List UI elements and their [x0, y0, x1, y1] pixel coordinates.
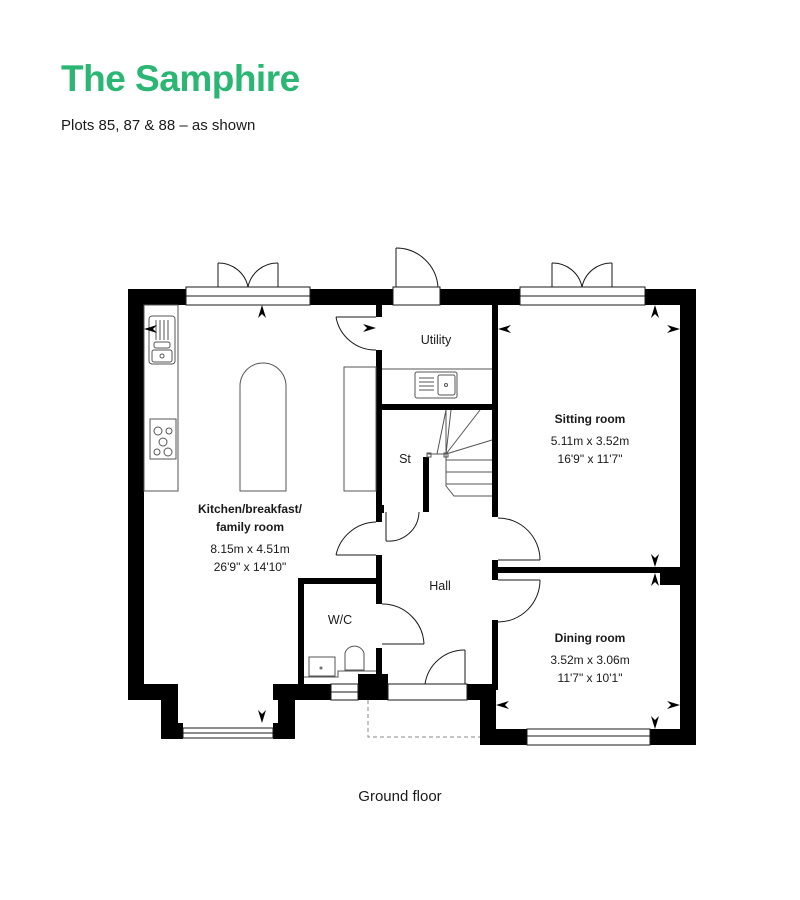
- room-wc: W/C: [327, 613, 353, 627]
- staircase-icon: [426, 409, 493, 497]
- plots-subtitle: Plots 85, 87 & 88 – as shown: [61, 117, 256, 134]
- island-icon: [239, 362, 287, 492]
- kitchen-fixtures: [143, 304, 377, 492]
- wc-fixtures: [304, 645, 376, 678]
- room-name: Sitting room: [554, 412, 626, 426]
- dimension-markers: [144, 305, 680, 729]
- room-store: St: [399, 452, 411, 466]
- room-imperial-dimensions: 16'9" x 11'7": [557, 452, 623, 466]
- utility-fixtures: [382, 368, 492, 399]
- walls: [128, 289, 696, 745]
- floor-label: Ground floor: [358, 788, 442, 805]
- room-sitting: Sitting room 5.11m x 3.52m 16'9" x 11'7": [530, 410, 650, 468]
- room-imperial-dimensions: 26'9" x 14'10": [213, 560, 287, 574]
- room-name: family room: [215, 520, 284, 534]
- room-dining: Dining room 3.52m x 3.06m 11'7" x 10'1": [530, 629, 650, 687]
- kitchen-sink-icon: [148, 315, 176, 365]
- room-metric-dimensions: 3.52m x 3.06m: [550, 653, 630, 667]
- room-metric-dimensions: 8.15m x 4.51m: [210, 542, 290, 556]
- room-utility: Utility: [420, 333, 452, 347]
- room-name: Dining room: [554, 631, 626, 645]
- basin-icon: [308, 656, 336, 677]
- room-imperial-dimensions: 11'7" x 10'1": [557, 671, 623, 685]
- page-title: The Samphire: [61, 58, 300, 99]
- windows: [182, 286, 651, 746]
- room-hall: Hall: [429, 579, 451, 593]
- door-swings: [217, 247, 613, 685]
- room-name: Kitchen/breakfast/: [197, 502, 303, 516]
- toilet-icon: [344, 645, 365, 671]
- room-kitchen: Kitchen/breakfast/ family room 8.15m x 4…: [180, 500, 320, 576]
- room-metric-dimensions: 5.11m x 3.52m: [550, 434, 630, 448]
- hob-icon: [149, 418, 177, 460]
- utility-sink-icon: [414, 371, 458, 399]
- porch-outline: [367, 700, 480, 738]
